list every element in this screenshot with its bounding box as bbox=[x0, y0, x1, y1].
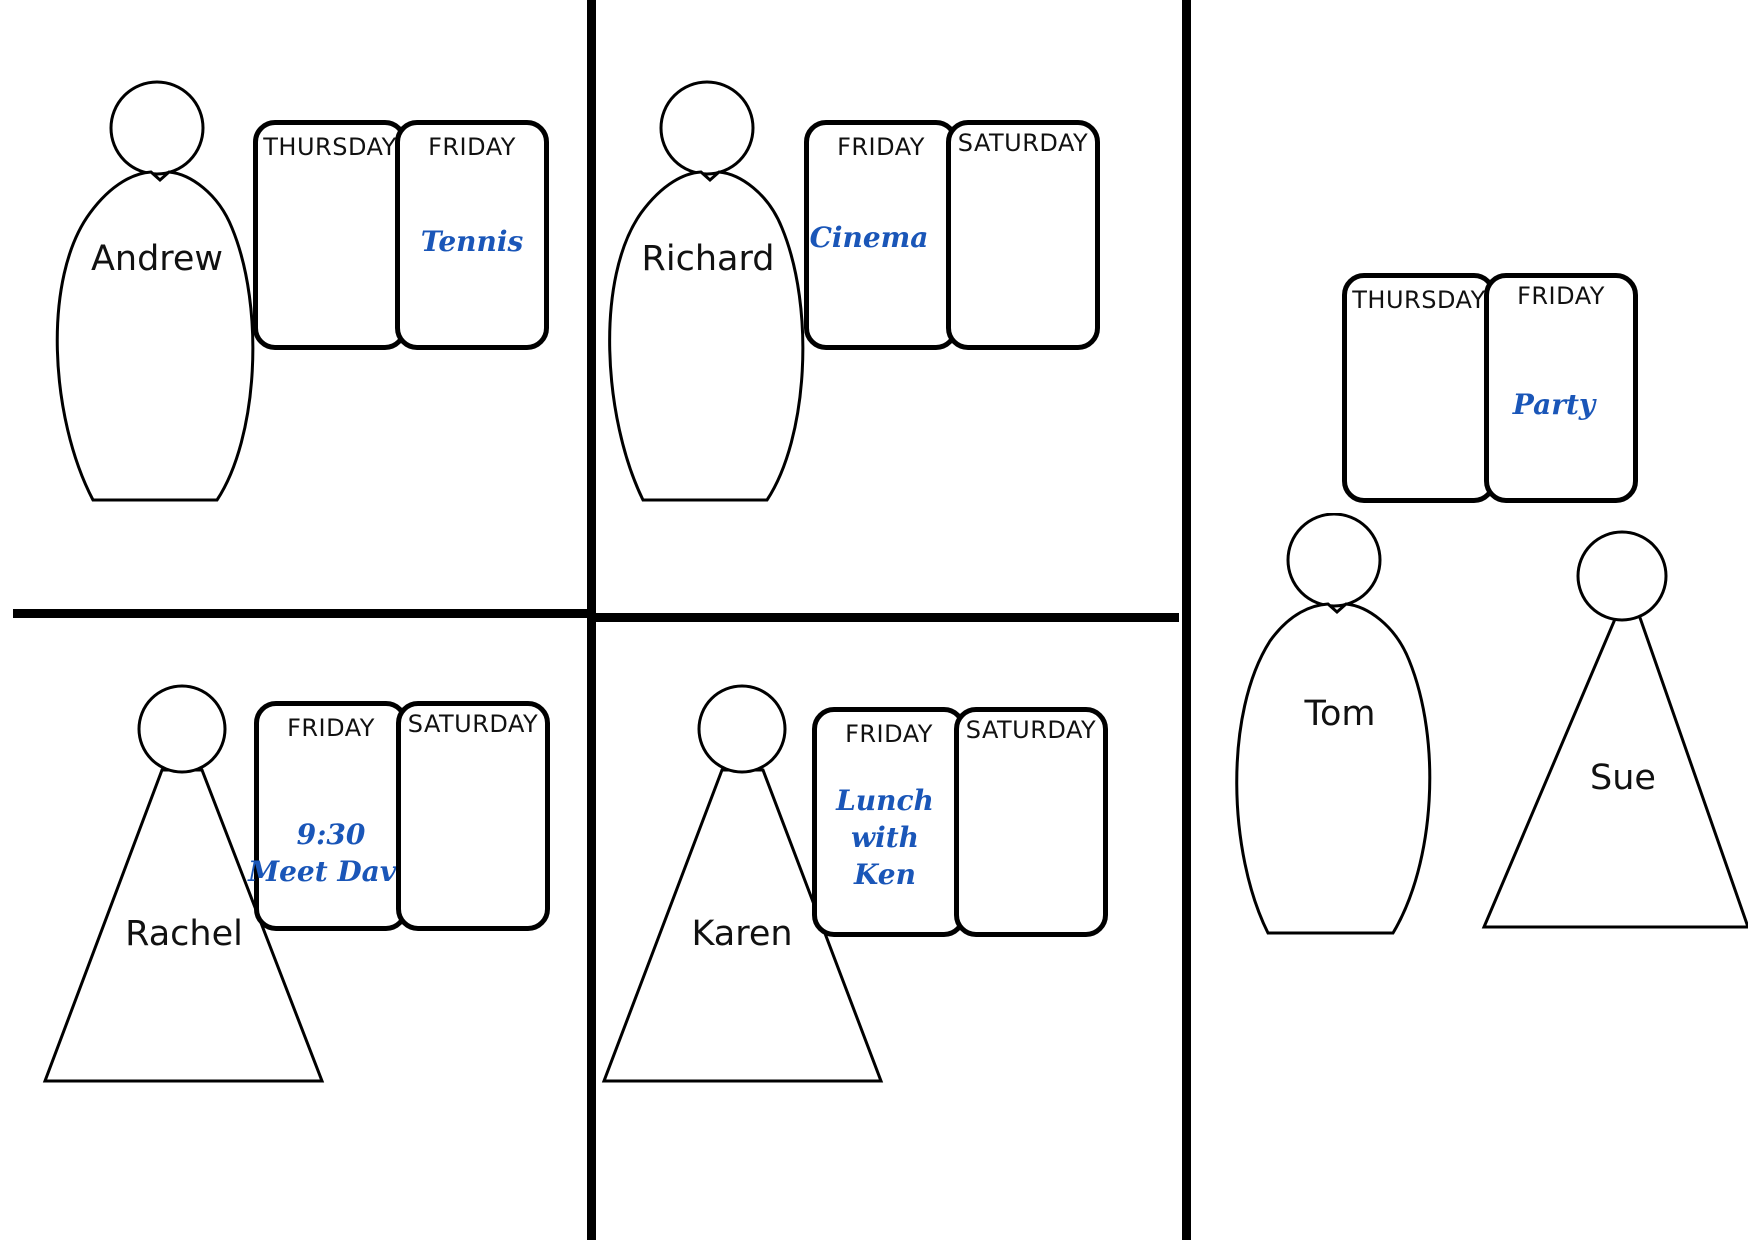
day-card-friday: FRIDAY Cinema bbox=[804, 120, 958, 350]
day-card-friday: FRIDAY Lunch with Ken bbox=[812, 707, 966, 937]
event-note: 9:30 Meet Dave bbox=[248, 818, 414, 888]
person-figure-andrew bbox=[55, 80, 255, 502]
person-name: Richard bbox=[641, 239, 775, 279]
event-note: Party bbox=[1512, 388, 1596, 421]
event-note: Tennis bbox=[420, 225, 524, 258]
person-name: Sue bbox=[1590, 758, 1656, 798]
person-name: Tom bbox=[1304, 694, 1376, 734]
person-figure-sue bbox=[1481, 530, 1748, 929]
day-card-friday: FRIDAY 9:30 Meet Dave bbox=[248, 701, 414, 931]
divider-horizontal-middle bbox=[591, 613, 1179, 622]
person-figure-tom bbox=[1235, 513, 1432, 935]
day-card-friday: FRIDAY Tennis bbox=[395, 120, 549, 350]
divider-vertical-right bbox=[1182, 0, 1191, 1240]
day-card-saturday: SATURDAY bbox=[954, 707, 1108, 937]
day-label: SATURDAY bbox=[407, 710, 539, 738]
person-name: Andrew bbox=[90, 239, 224, 279]
day-card-saturday: SATURDAY bbox=[396, 701, 550, 931]
person-name: Rachel bbox=[125, 914, 243, 954]
day-card-thursday: THURSDAY bbox=[253, 120, 407, 350]
person-figure-richard bbox=[608, 80, 805, 502]
person-figure-karen bbox=[601, 684, 884, 1083]
day-card-friday: FRIDAY Party bbox=[1484, 273, 1638, 503]
day-label: THURSDAY bbox=[263, 133, 397, 161]
day-label: FRIDAY bbox=[1517, 282, 1605, 310]
person-name: Karen bbox=[691, 914, 793, 954]
day-label: FRIDAY bbox=[428, 133, 516, 161]
divider-horizontal-left bbox=[13, 609, 591, 618]
day-label: SATURDAY bbox=[965, 716, 1097, 744]
day-label: FRIDAY bbox=[287, 714, 375, 742]
person-figure-rachel bbox=[42, 684, 325, 1083]
day-label: FRIDAY bbox=[845, 720, 933, 748]
day-card-saturday: SATURDAY bbox=[946, 120, 1100, 350]
event-note: Lunch with Ken bbox=[836, 784, 934, 891]
day-label: SATURDAY bbox=[957, 129, 1089, 157]
event-note: Cinema bbox=[809, 221, 929, 254]
day-label: FRIDAY bbox=[837, 133, 925, 161]
day-label: THURSDAY bbox=[1352, 286, 1486, 314]
